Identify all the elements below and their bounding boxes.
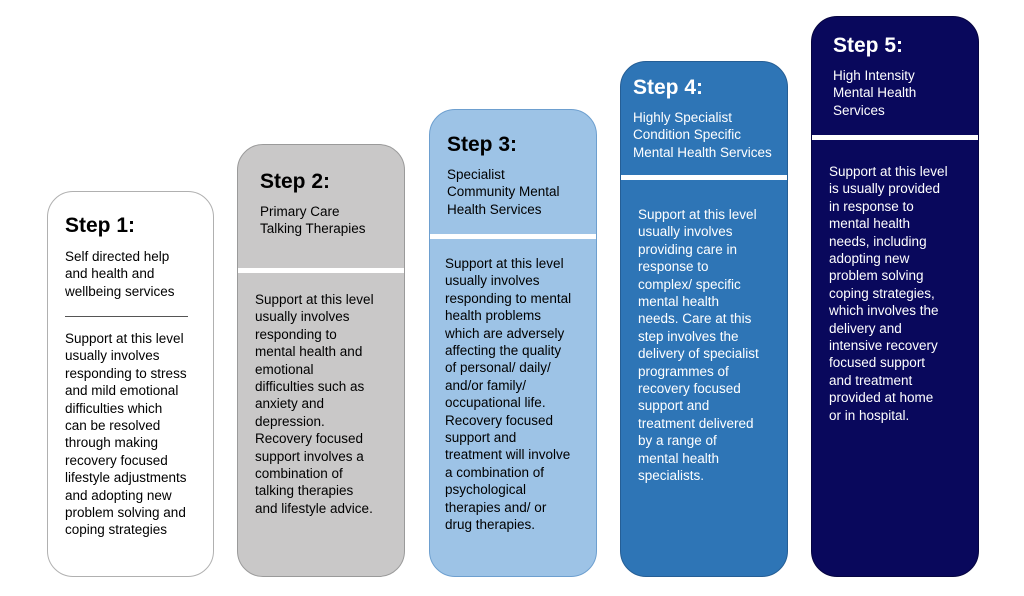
step-2-divider: [238, 268, 404, 273]
step-3-title: Step 3:: [447, 133, 518, 156]
step-5-description: Support at this level is usually provide…: [829, 164, 948, 423]
step-5-title: Step 5:: [833, 34, 904, 57]
step-2-description: Support at this level usually involves r…: [255, 292, 374, 516]
step-4-description: Support at this level usually involves p…: [638, 207, 759, 484]
step-4-divider: [621, 175, 787, 180]
step-2-subtitle: Primary Care Talking Therapies: [260, 204, 366, 237]
step-4-card: Step 4: Highly Specialist Condition Spec…: [620, 61, 788, 577]
step-2-card: Step 2: Primary Care Talking Therapies S…: [237, 144, 405, 577]
step-1-subtitle: Self directed help and health and wellbe…: [65, 249, 175, 299]
step-1-title: Step 1:: [65, 214, 136, 237]
step-4-title: Step 4:: [633, 76, 704, 99]
step-3-divider: [430, 234, 596, 239]
step-1-description: Support at this level usually involves r…: [65, 331, 187, 538]
step-5-divider: [812, 135, 978, 140]
step-3-subtitle: Specialist Community Mental Health Servi…: [447, 167, 560, 217]
step-3-description: Support at this level usually involves r…: [445, 256, 572, 533]
step-5-card: Step 5: High Intensity Mental Health Ser…: [811, 16, 979, 577]
step-2-title: Step 2:: [260, 170, 331, 193]
step-4-subtitle: Highly Specialist Condition Specific Men…: [633, 110, 772, 160]
step-1-separator-line: [65, 316, 188, 317]
step-3-card: Step 3: Specialist Community Mental Heal…: [429, 109, 597, 577]
step-1-card: Step 1: Self directed help and health an…: [47, 191, 214, 577]
step-5-subtitle: High Intensity Mental Health Services: [833, 68, 917, 118]
